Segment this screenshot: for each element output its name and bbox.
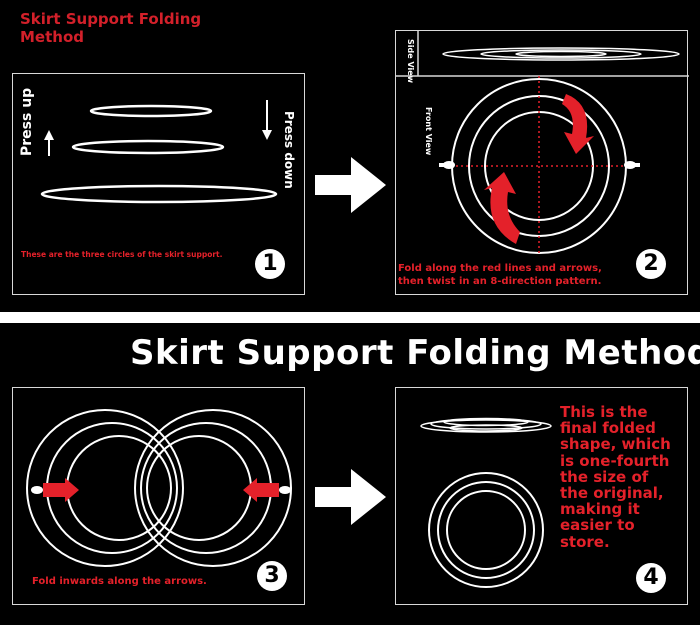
final-folded-hoops [420,417,552,588]
divider-bar [0,312,700,323]
step-4-caption-line: This is the [560,403,648,421]
folded-figure-eight-hoops [26,409,292,567]
step-4-caption-line: easier to [560,516,635,535]
step-4-caption-line: shape, which [560,435,671,454]
front-view-hoops [439,76,640,256]
step-4-number: 4 [636,563,666,593]
step-2-panel: Side View Front View Fold along the red … [395,30,689,295]
right-push-arrow-icon [243,478,291,502]
top-title: Skirt Support Folding Method [20,10,202,46]
press-up-label: Press up [19,87,35,156]
arrow-down-icon [262,100,272,140]
left-hand-icon [439,161,455,169]
left-push-arrow-icon [31,478,79,502]
step-2-caption-line-2: then twist in an 8-direction pattern. [398,276,602,287]
step-3-caption: Fold inwards along the arrows. [32,576,207,587]
three-hoops-illustration [40,100,278,204]
step-4-caption-line: is one-fourth [560,451,670,470]
right-arrow-icon [315,157,386,213]
step-1-panel: Press up Press down These are the three … [12,73,305,295]
side-view-hoops [396,31,689,77]
arrow-up-icon [44,130,54,156]
step-4-caption-line: making it [560,500,640,519]
step-4-caption-line: final folded [560,419,656,438]
step-2-caption-line-1: Fold along the red lines and arrows, [398,263,602,274]
step-4-panel: This is the final folded shape, which is… [395,387,688,605]
right-hand-icon [624,161,640,169]
twist-arrow-top-icon [562,94,594,154]
front-view-label: Front View [424,107,433,156]
step-4-caption-line: the size of [560,467,649,486]
step-3-panel: Fold inwards along the arrows. 3 [12,387,305,605]
press-down-label: Press down [282,111,296,189]
step-1-number: 1 [255,249,285,279]
twist-arrow-bottom-icon [484,172,520,244]
step-4-caption: This is the final folded shape, which is… [560,404,685,550]
step-1-caption: These are the three circles of the skirt… [21,250,223,259]
main-title: Skirt Support Folding Method [130,333,700,373]
step-2-number: 2 [636,249,666,279]
step-3-number: 3 [257,561,287,591]
right-arrow-icon-2 [315,469,386,525]
step-4-caption-line: store. [560,532,610,551]
step-4-caption-line: the original, [560,484,664,503]
